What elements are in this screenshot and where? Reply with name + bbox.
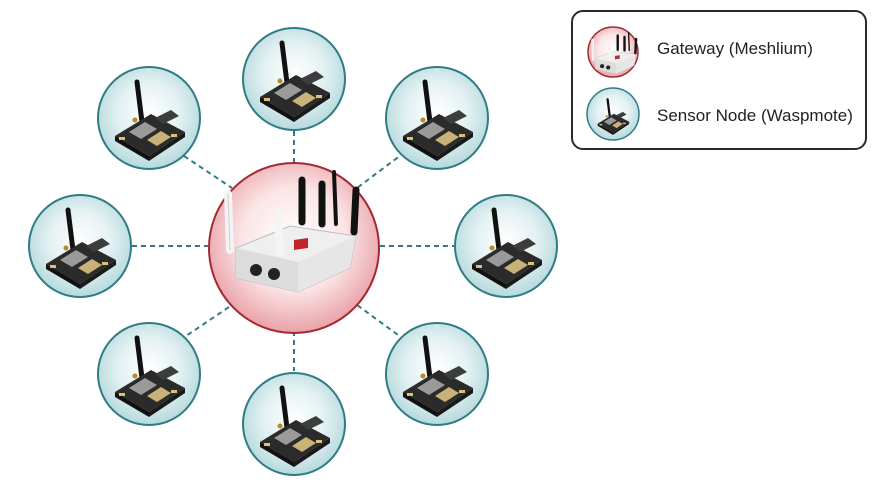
sensor-node-right (454, 194, 558, 298)
legend-sensor-node-label: Sensor Node (Waspmote) (657, 106, 853, 125)
sensor-node-left (28, 194, 132, 298)
link-top-right (356, 151, 406, 189)
legend: Gateway (Meshlium) Sensor Node (Waspmote… (571, 10, 867, 150)
gateway-legend-icon (587, 26, 639, 78)
legend-gateway-label: Gateway (Meshlium) (657, 39, 813, 58)
sensor-node-legend-icon (586, 87, 640, 141)
link-bottom-right (356, 304, 406, 341)
sensor-node-top (242, 27, 346, 131)
sensor-node-top-right (385, 66, 489, 170)
sensor-node-bottom-right (385, 322, 489, 426)
link-top-left (183, 155, 233, 189)
link-bottom-left (179, 304, 233, 341)
sensor-node-bottom (242, 372, 346, 476)
links (132, 131, 455, 371)
sensor-node-bottom-left (97, 322, 201, 426)
gateway-node (208, 162, 380, 334)
sensor-node-top-left (97, 66, 201, 170)
